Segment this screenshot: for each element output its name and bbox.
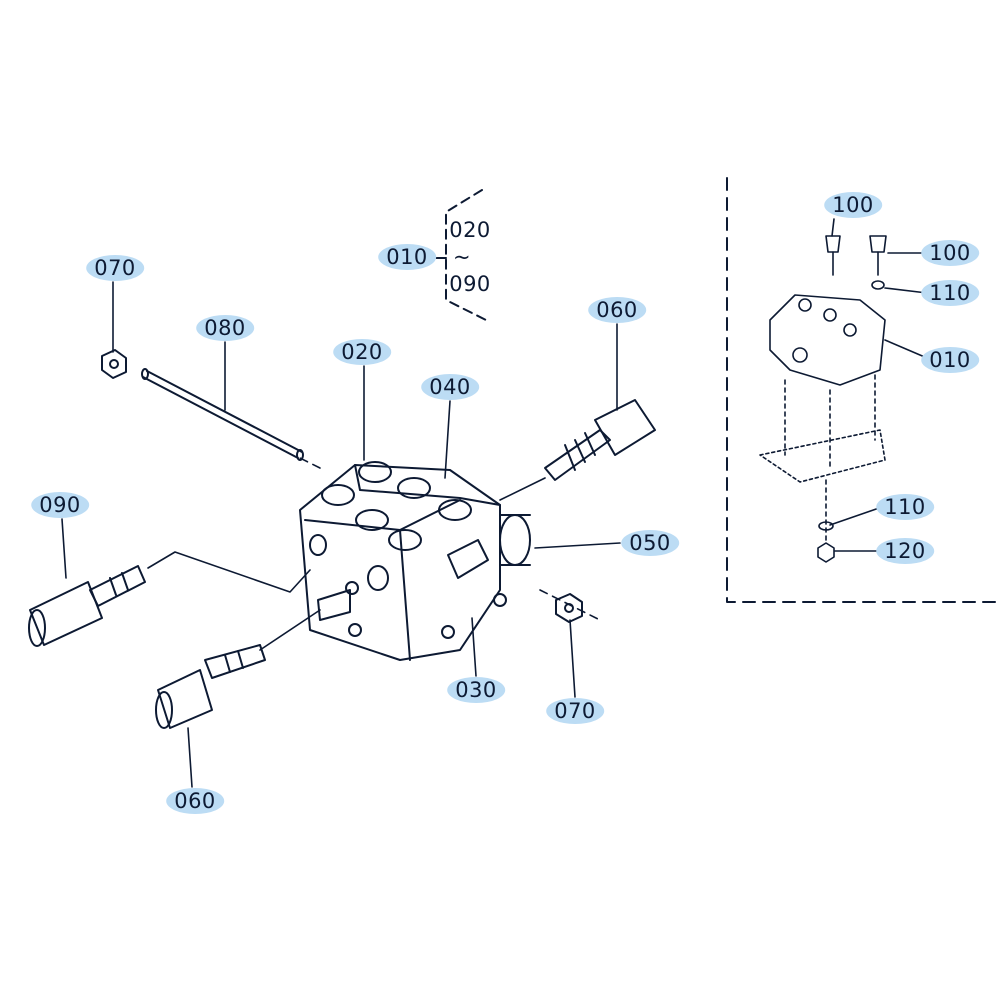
callout-040[interactable]: 040 [421,374,479,400]
callout-090[interactable]: 090 [31,492,89,518]
callout-060-left[interactable]: 060 [166,788,224,814]
range-bracket [435,189,487,321]
relief-valve-060-left [155,644,266,729]
inset-assembly [759,235,887,563]
range-to-label: 090 [449,272,491,296]
relief-valve-060-right [544,399,656,481]
callout-080-stud[interactable]: 080 [196,315,254,341]
range-separator: ~ [452,245,472,269]
callout-110-bottom[interactable]: 110 [876,494,934,520]
stud-080 [141,368,304,461]
control-valve-body [299,461,531,661]
nut-070 [101,349,127,379]
inset-frame [726,177,996,603]
nut-070-right [555,593,583,623]
callout-070-right[interactable]: 070 [546,698,604,724]
leader-lines [61,218,928,788]
range-from-label: 020 [449,218,491,242]
callout-050[interactable]: 050 [621,530,679,556]
callout-100-top[interactable]: 100 [824,192,882,218]
callout-070-nut[interactable]: 070 [86,255,144,281]
callout-110-top[interactable]: 110 [921,280,979,306]
callout-010-inset[interactable]: 010 [921,347,979,373]
callout-010-assembly[interactable]: 010 [378,244,436,270]
relief-valve-090 [28,565,146,647]
callout-060-right[interactable]: 060 [588,297,646,323]
callout-100-right[interactable]: 100 [921,240,979,266]
callout-120[interactable]: 120 [876,538,934,564]
callout-020[interactable]: 020 [333,339,391,365]
callout-030[interactable]: 030 [447,677,505,703]
